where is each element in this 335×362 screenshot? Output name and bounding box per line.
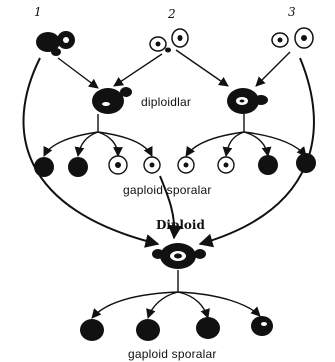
diploid-cell-right [227, 88, 268, 114]
bottom-spore-branches [91, 270, 261, 319]
diploid-label: Diploid [156, 218, 205, 232]
strain-number-3: 3 [288, 5, 296, 19]
bottom-haploid-spores [80, 316, 273, 341]
strain-1-cells [36, 31, 75, 56]
gaploid-sporalar-top-label: gaploid sporalar [123, 183, 212, 197]
curved-arrows-to-diploid [22, 57, 315, 248]
strain-3-cells [271, 27, 314, 49]
diploidlar-label: diploidlar [141, 95, 192, 109]
diploid-cell-bottom [152, 243, 206, 269]
top-haploid-spores [34, 153, 316, 177]
strain-2-cells [149, 28, 189, 53]
strain-number-2: 2 [168, 7, 176, 21]
left-spore-branches [43, 114, 153, 157]
diploid-cell-left [92, 87, 132, 114]
right-spore-branches [185, 114, 307, 157]
strain-number-1: 1 [34, 5, 42, 19]
gaploid-sporalar-bottom-label: gaploid sporalar [128, 347, 217, 361]
mating-arrows [57, 49, 291, 89]
